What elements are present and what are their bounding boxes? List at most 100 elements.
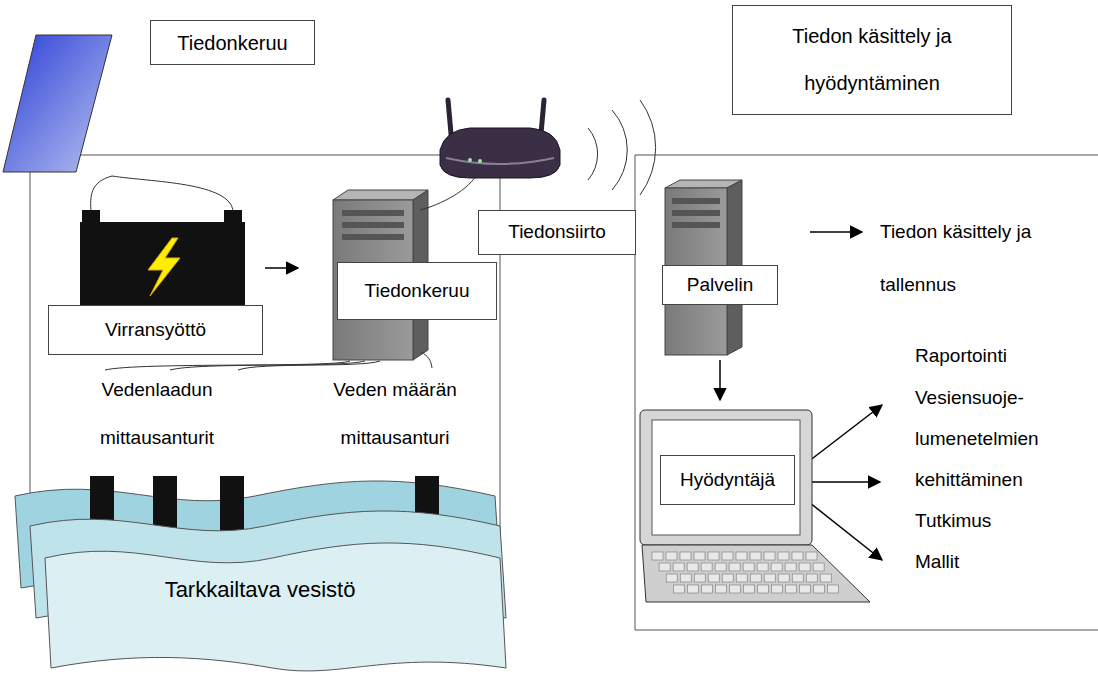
key (771, 563, 782, 571)
key (820, 574, 831, 582)
key (701, 563, 712, 571)
key (792, 574, 803, 582)
use-item: Vesiensuoje- lumenetelmien kehittäminen (915, 377, 1065, 500)
router (478, 159, 482, 163)
node-text: Tiedonkeruu (365, 280, 470, 303)
sensor-label: Vedenlaadun mittausanturit (62, 366, 252, 462)
server-tower (672, 210, 720, 216)
key (729, 585, 740, 593)
key (799, 585, 810, 593)
process-note: Tiedon käsittely ja tallennus (880, 205, 1055, 311)
power-arrow (265, 268, 298, 269)
key (813, 563, 824, 571)
battery (148, 238, 180, 296)
key (736, 552, 747, 560)
key (694, 552, 705, 560)
key (785, 563, 796, 571)
key (806, 574, 817, 582)
key (659, 563, 670, 571)
key (757, 563, 768, 571)
key (701, 585, 712, 593)
use-item: Raportointi (915, 335, 1085, 376)
flow-arrow (810, 231, 862, 233)
water-body (15, 476, 506, 671)
solar-wire (91, 176, 233, 212)
water-wave (45, 543, 506, 671)
key (764, 574, 775, 582)
power-arrow (265, 267, 298, 269)
key (764, 552, 775, 560)
key (666, 574, 677, 582)
key (750, 574, 761, 582)
key (757, 585, 768, 593)
laptop (640, 410, 870, 602)
node-text: Tiedon käsittely ja hyödyntäminen (741, 13, 1003, 107)
server-tower (672, 198, 720, 204)
key (722, 552, 733, 560)
key (785, 585, 796, 593)
key (680, 574, 691, 582)
right-panel (635, 155, 1098, 630)
logger-tower (333, 190, 428, 200)
wifi-waves (588, 128, 598, 180)
key (715, 585, 726, 593)
solar-wire (91, 176, 112, 212)
laptop (642, 545, 870, 602)
key (743, 563, 754, 571)
key (687, 563, 698, 571)
node-text: Tarkkailtava vesistö (165, 577, 356, 603)
section-title: Tiedonkeruu (150, 20, 315, 65)
node-text: Palvelin (687, 274, 754, 297)
key (806, 552, 817, 560)
sensor-wire (238, 361, 380, 370)
sensor-wire (170, 361, 365, 370)
node-text: Hyödyntäjä (680, 469, 775, 492)
sensor-wire (421, 352, 432, 368)
key (778, 552, 789, 560)
key (792, 552, 803, 560)
key (680, 552, 691, 560)
router (446, 158, 554, 164)
component-label: Tiedonsiirto (478, 210, 636, 255)
key (799, 563, 810, 571)
key (729, 563, 740, 571)
key (708, 552, 719, 560)
key (673, 585, 684, 593)
logger-tower (342, 234, 404, 240)
key (687, 585, 698, 593)
key (750, 552, 761, 560)
server-tower (672, 222, 720, 228)
router (440, 100, 560, 178)
battery (224, 210, 242, 224)
use-item: Tutkimus (915, 500, 1085, 541)
sensor-probe (220, 476, 244, 538)
key (778, 574, 789, 582)
water-body-label: Tarkkailtava vesistö (80, 565, 440, 615)
key (673, 563, 684, 571)
solar-wire (112, 176, 233, 212)
battery (80, 210, 245, 308)
component-label: Palvelin (662, 265, 778, 305)
component-label: Virransyöttö (48, 305, 263, 355)
key (722, 574, 733, 582)
key (827, 585, 838, 593)
key (715, 563, 726, 571)
logger-tower (342, 210, 404, 216)
logger-tower (342, 222, 404, 228)
solar-panel (3, 35, 112, 172)
section-title: Tiedon käsittely ja hyödyntäminen (732, 5, 1012, 115)
key (652, 552, 663, 560)
component-label: Tiedonkeruu (337, 262, 497, 320)
key (736, 574, 747, 582)
component-label: Hyödyntäjä (660, 455, 795, 505)
keyboard (652, 552, 838, 593)
key (694, 574, 705, 582)
battery (80, 222, 245, 308)
router (440, 128, 560, 178)
solar-panel (3, 35, 112, 172)
key (813, 585, 824, 593)
laptop (640, 410, 812, 545)
wifi-waves (588, 100, 656, 195)
node-text: Tiedonsiirto (508, 221, 606, 244)
key (666, 552, 677, 560)
